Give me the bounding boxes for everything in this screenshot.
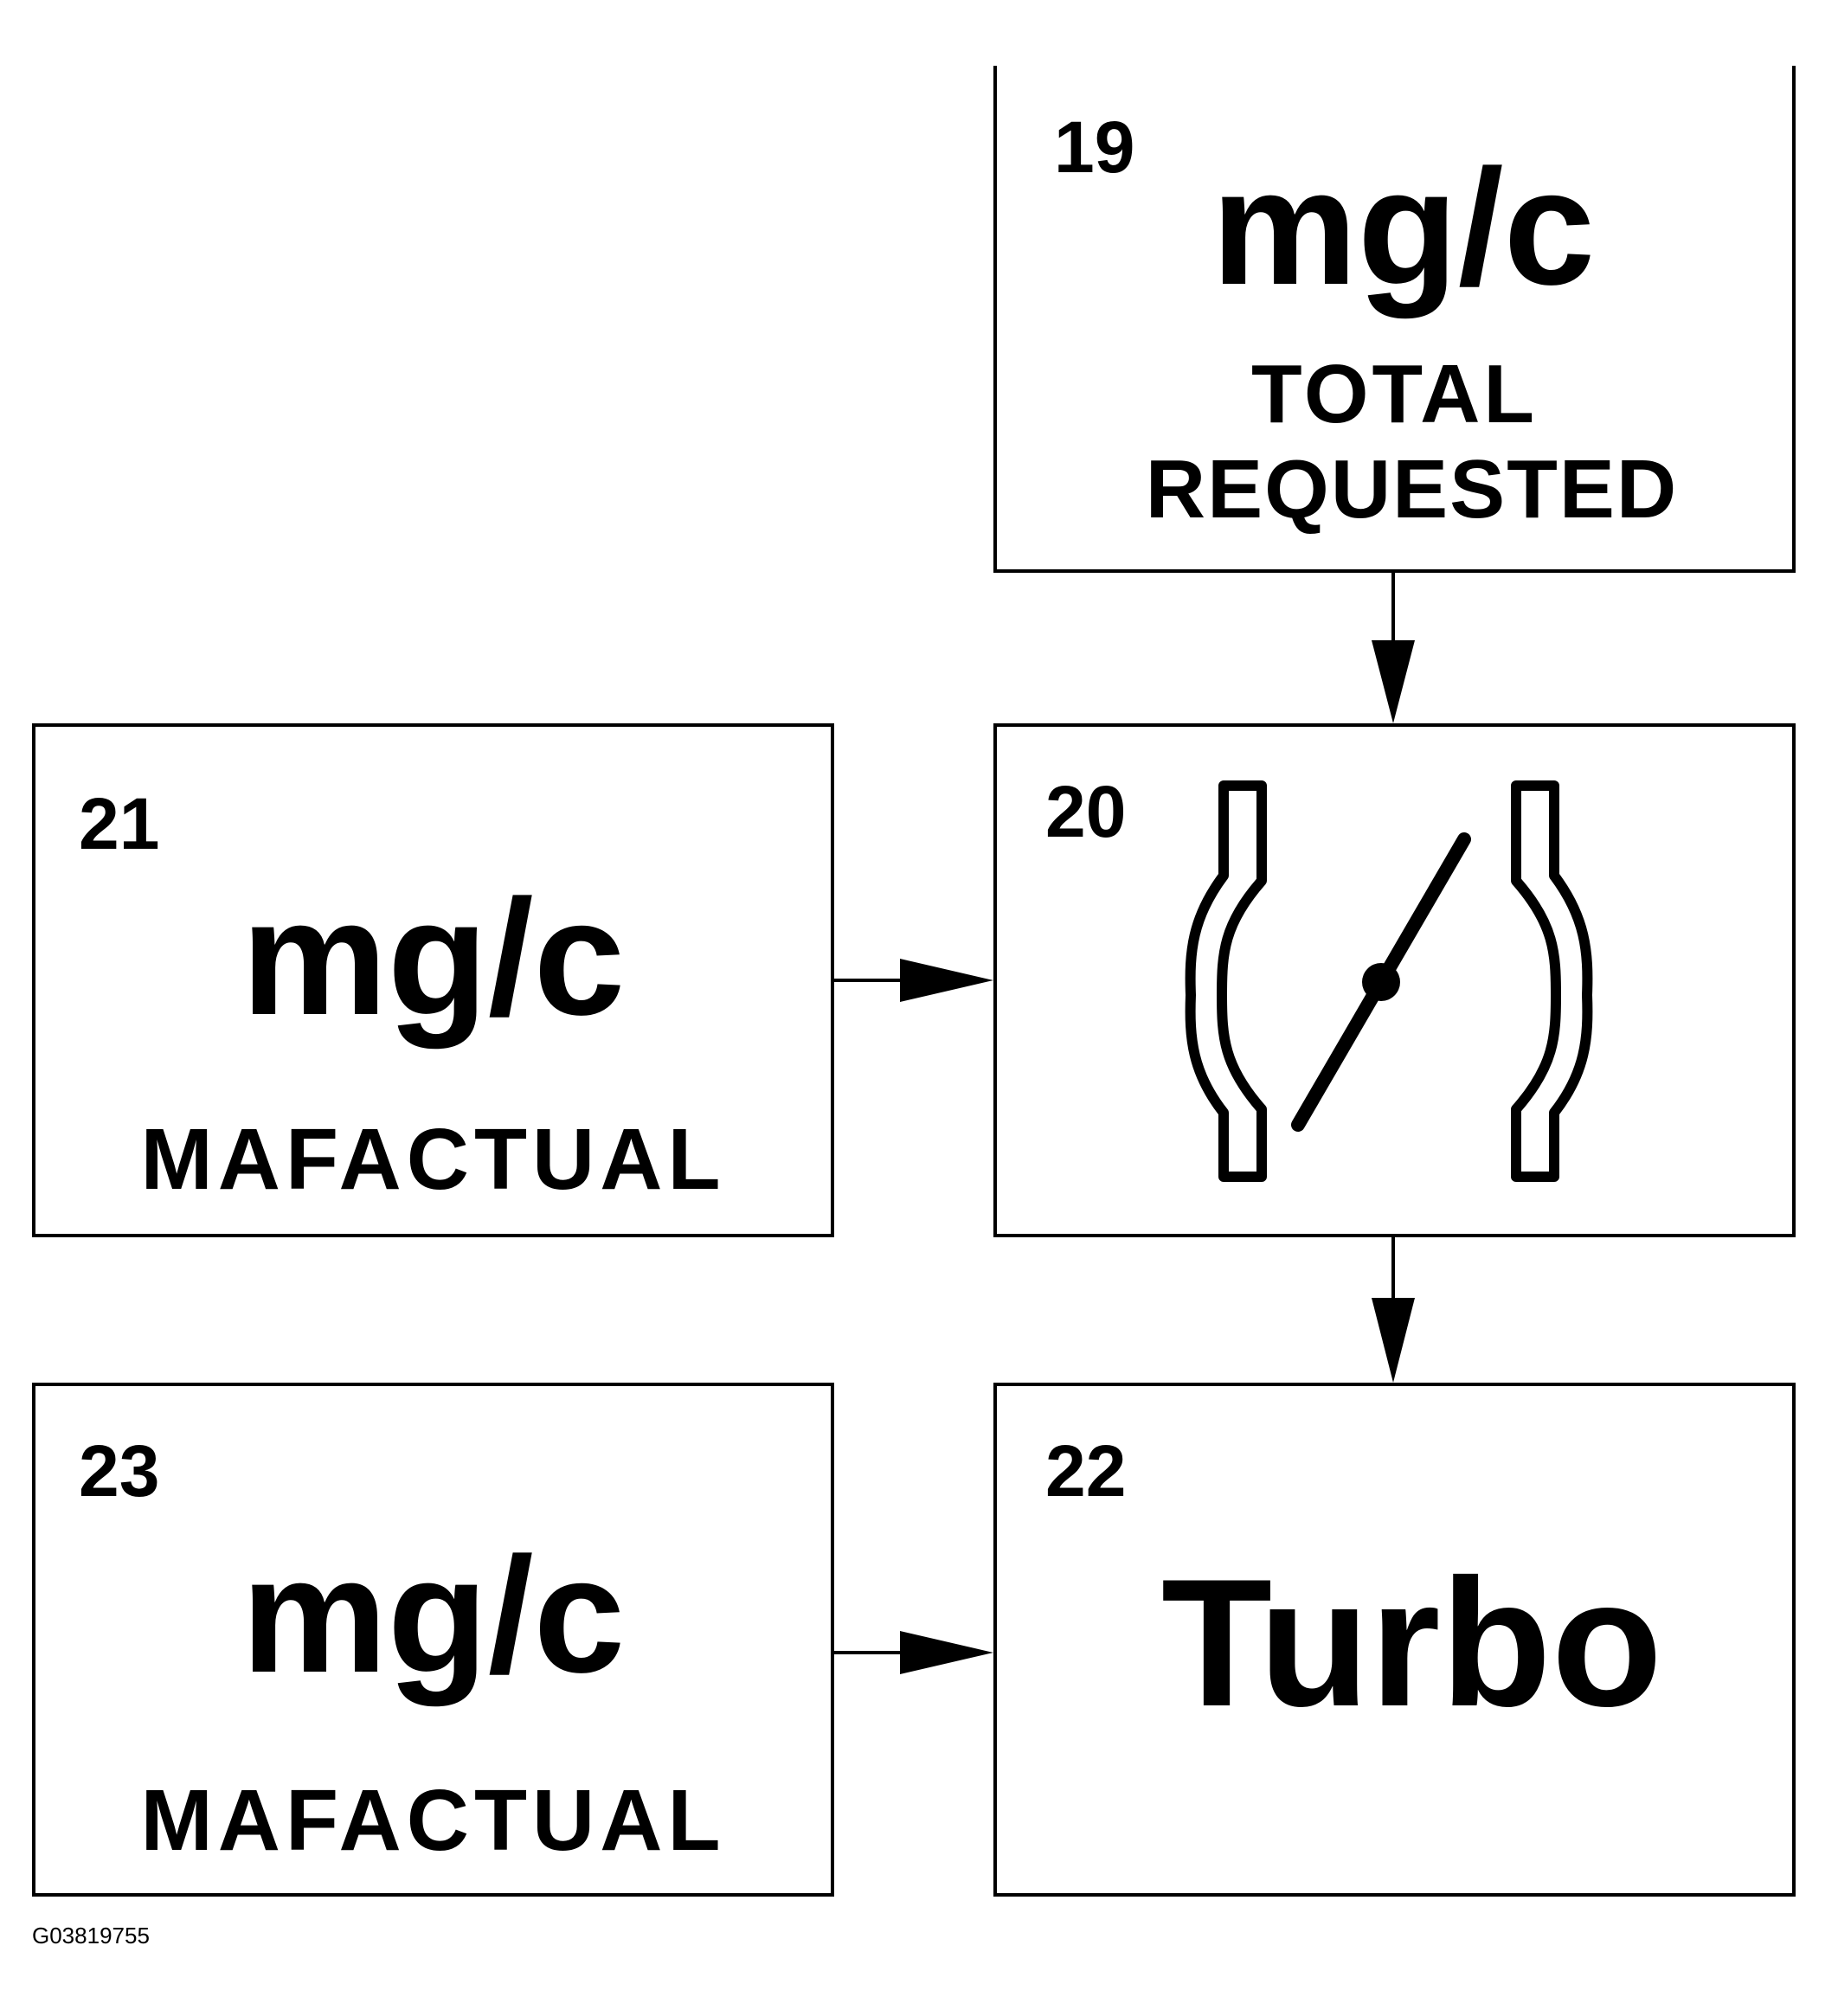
- throttle-right-wall: [1511, 780, 1593, 1182]
- arrow-23-to-22: [834, 1631, 993, 1674]
- arrow-19-to-20: [1372, 573, 1415, 723]
- arrow-21-to-20: [834, 959, 993, 1002]
- box-20-number: 20: [1045, 771, 1127, 852]
- box-22-number: 22: [1045, 1430, 1127, 1512]
- box-20-throttle: 20: [993, 723, 1796, 1237]
- box-23-unit: mg/c: [241, 1524, 626, 1707]
- box-19-label-line2: REQUESTED: [1145, 443, 1679, 536]
- box-19-unit: mg/c: [1211, 136, 1596, 319]
- box-21-mafactual: 21 mg/c MAFACTUAL: [32, 723, 834, 1237]
- box-19-total-requested: 19 mg/c TOTAL REQUESTED: [993, 66, 1796, 573]
- throttle-valve-icon: [1185, 780, 1593, 1182]
- box-19-label-line1: TOTAL: [1250, 348, 1539, 440]
- box-21-number: 21: [79, 783, 160, 864]
- box-23-number: 23: [79, 1430, 160, 1512]
- box-19-number: 19: [1054, 106, 1135, 188]
- box-22-label: Turbo: [1160, 1541, 1663, 1744]
- throttle-pivot: [1362, 963, 1400, 1001]
- figure-id: G03819755: [32, 1923, 150, 1949]
- box-23-label: MAFACTUAL: [140, 1772, 726, 1869]
- box-21-label: MAFACTUAL: [140, 1111, 726, 1208]
- box-21-unit: mg/c: [241, 866, 626, 1050]
- arrow-20-to-22: [1372, 1237, 1415, 1383]
- box-22-turbo: 22 Turbo: [993, 1383, 1796, 1897]
- box-23-mafactual: 23 mg/c MAFACTUAL: [32, 1383, 834, 1897]
- throttle-left-wall: [1185, 780, 1267, 1182]
